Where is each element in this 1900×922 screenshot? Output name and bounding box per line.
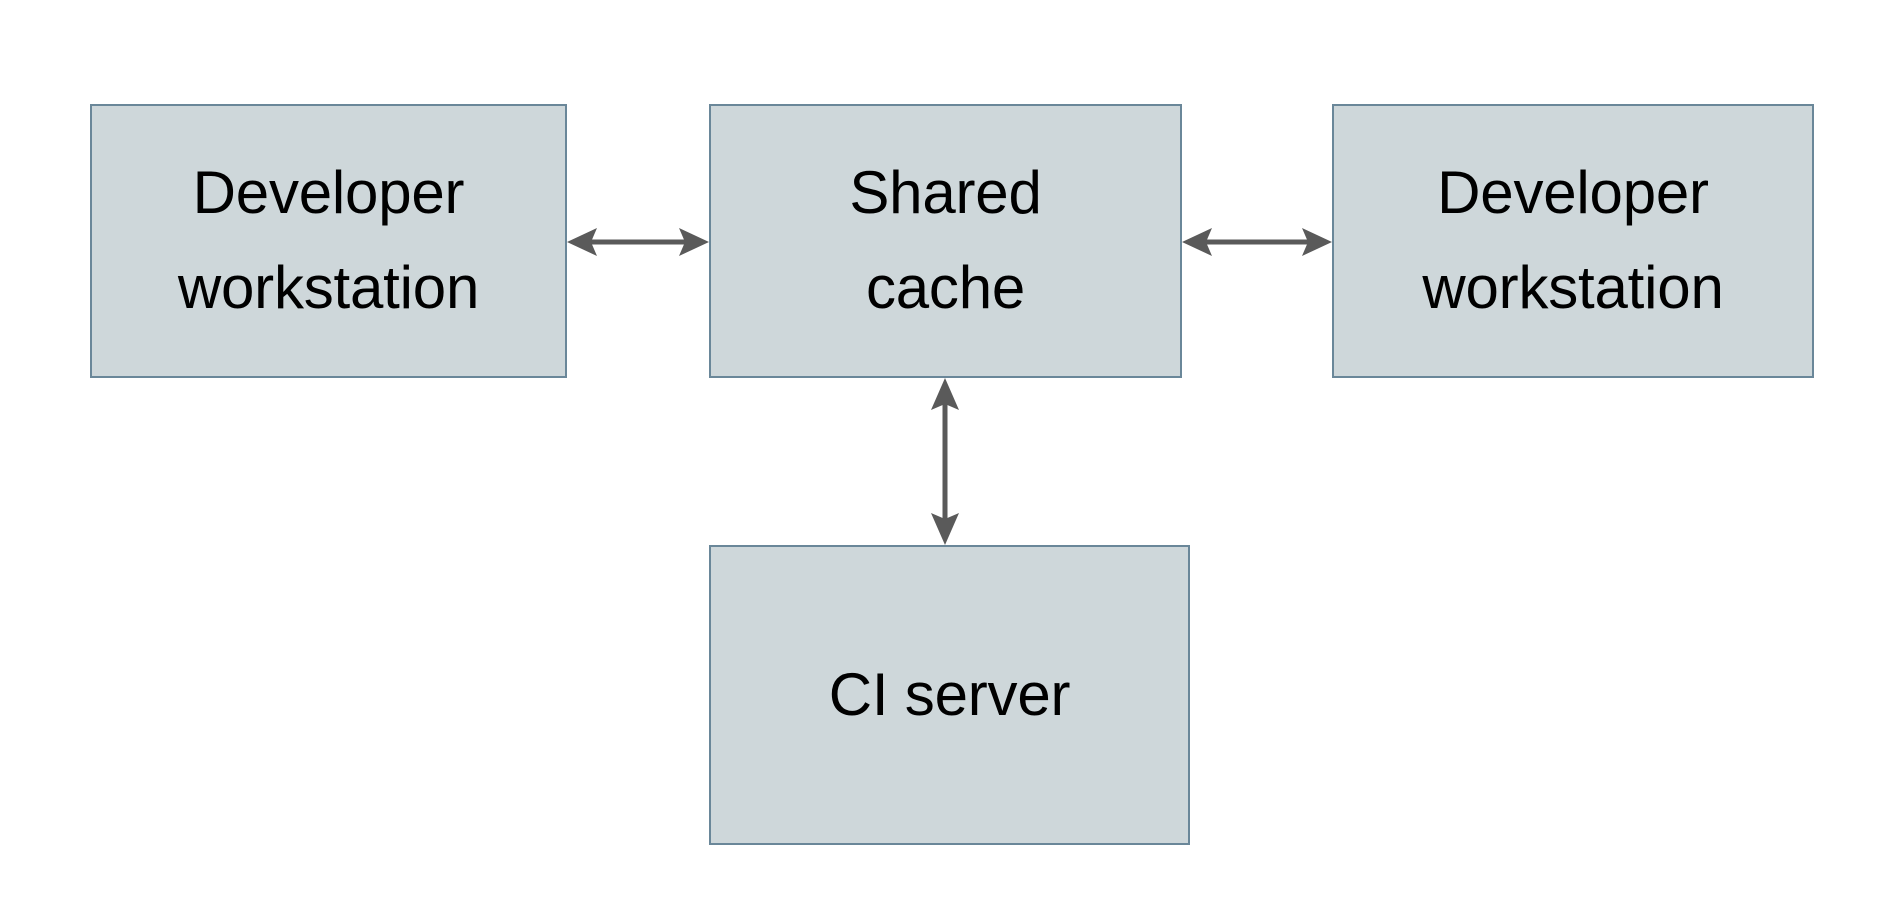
node-label: Developer workstation bbox=[177, 159, 480, 321]
node-shared-cache[interactable]: Shared cache bbox=[709, 104, 1182, 378]
node-developer-workstation-left[interactable]: Developer workstation bbox=[90, 104, 567, 378]
node-developer-workstation-right[interactable]: Developer workstation bbox=[1332, 104, 1814, 378]
node-label: Developer workstation bbox=[1422, 159, 1724, 321]
edge-developer-left-to-shared-cache-bidirectional-arrow[interactable] bbox=[567, 216, 709, 268]
node-label: Shared cache bbox=[849, 159, 1042, 321]
node-ci-server[interactable]: CI server bbox=[709, 545, 1190, 845]
edge-shared-cache-to-ci-server-bidirectional-arrow[interactable] bbox=[919, 378, 971, 545]
edge-shared-cache-to-developer-right-bidirectional-arrow[interactable] bbox=[1182, 216, 1332, 268]
node-label: CI server bbox=[828, 660, 1071, 728]
